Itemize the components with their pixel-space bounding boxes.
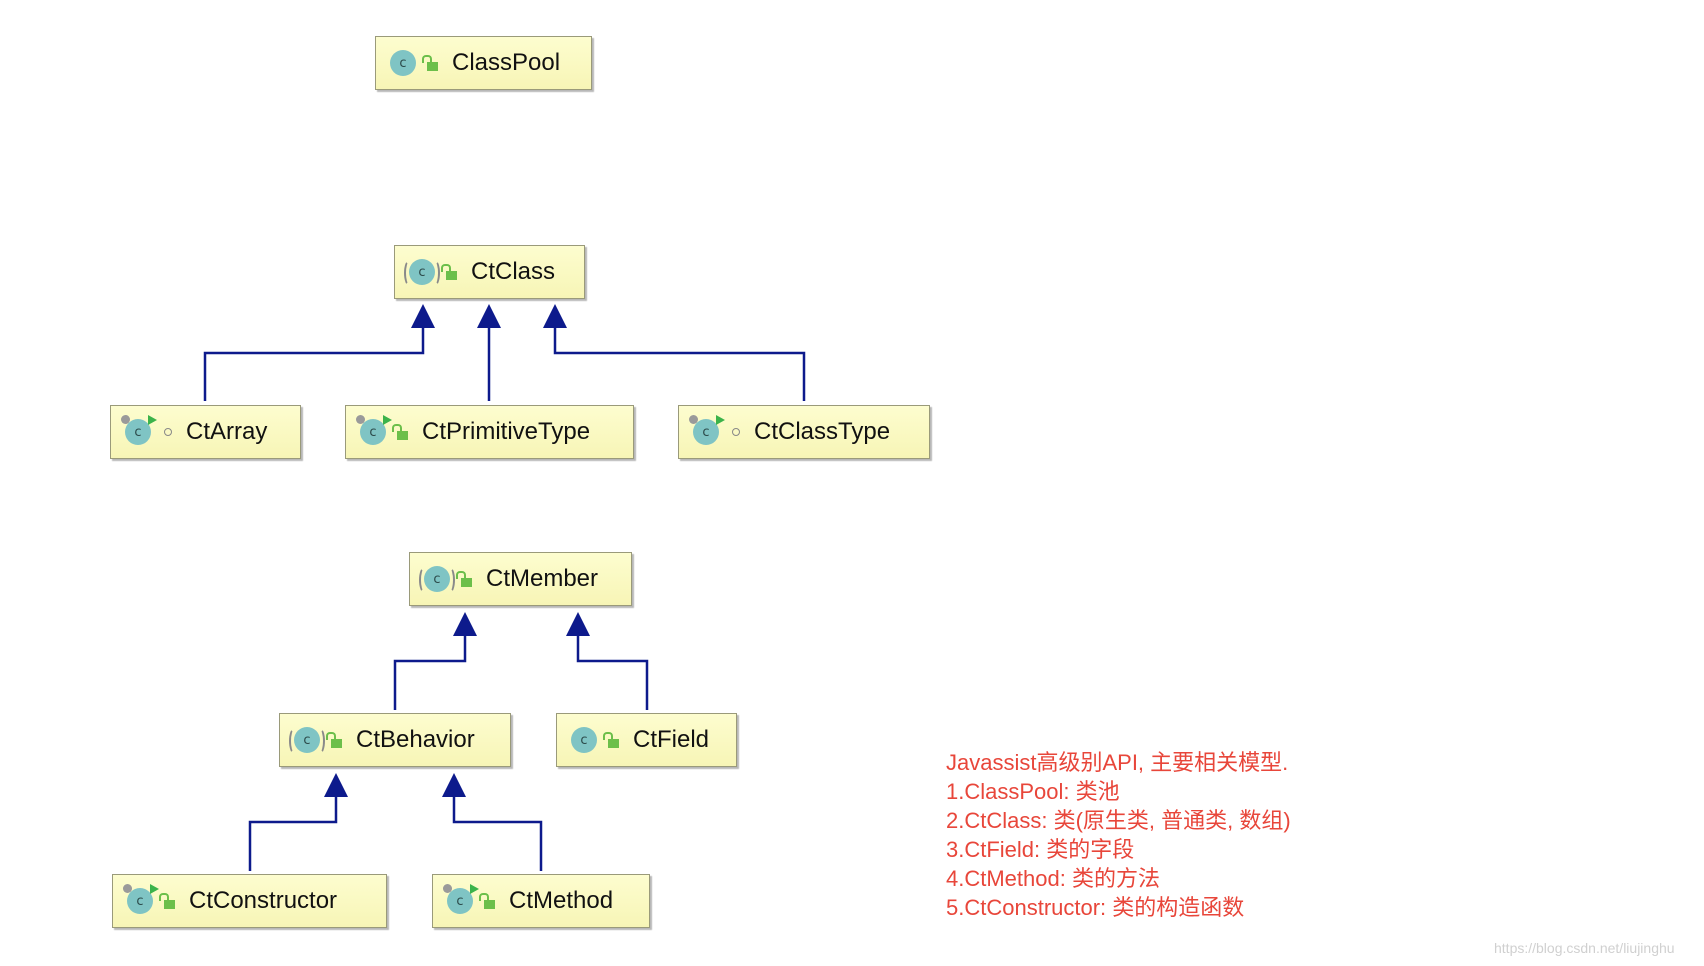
- arrowhead-ctprimitivetype: [477, 304, 501, 328]
- public-lock-icon: [392, 423, 408, 440]
- node-ctfield[interactable]: c CtField: [556, 713, 737, 767]
- public-lock-icon: [422, 54, 438, 71]
- note-line: 2.CtClass: 类(原生类, 普通类, 数组): [946, 808, 1291, 833]
- final-marker-icon: [356, 415, 365, 424]
- node-ctbehavior[interactable]: c CtBehavior: [279, 713, 511, 767]
- node-label: CtMethod: [509, 887, 614, 914]
- arrowhead-ctconstructor: [324, 773, 348, 797]
- final-marker-icon: [123, 884, 132, 893]
- node-classpool[interactable]: c ClassPool: [375, 36, 592, 90]
- package-private-icon: [164, 428, 172, 436]
- public-lock-icon: [159, 892, 175, 909]
- arrowhead-ctmethod: [442, 773, 466, 797]
- node-label: ClassPool: [452, 49, 561, 76]
- final-marker-icon: [689, 415, 698, 424]
- final-marker-icon: [443, 884, 452, 893]
- node-label: CtMember: [486, 565, 599, 592]
- arrowhead-ctclasstype: [543, 304, 567, 328]
- abstract-class-icon: c: [289, 727, 325, 754]
- node-label: CtField: [633, 726, 710, 753]
- note-line: Javassist高级别API, 主要相关模型.: [946, 750, 1289, 775]
- node-ctconstructor[interactable]: c CtConstructor: [112, 874, 387, 928]
- public-lock-icon: [441, 263, 457, 280]
- final-marker-icon: [121, 415, 130, 424]
- final-class-icon: c: [123, 884, 159, 914]
- abstract-class-icon: c: [419, 566, 455, 593]
- node-ctmember[interactable]: c CtMember: [409, 552, 632, 606]
- arrowhead-ctbehavior: [453, 612, 477, 636]
- run-marker-icon: [383, 415, 392, 425]
- edge-ctconstructor-ctbehavior: [248, 781, 338, 871]
- class-icon: c: [390, 50, 416, 76]
- final-class-icon: c: [121, 415, 157, 445]
- run-marker-icon: [470, 884, 479, 894]
- public-lock-icon: [326, 731, 342, 748]
- final-class-icon: c: [356, 415, 392, 445]
- node-label: CtClassType: [754, 418, 891, 445]
- edge-ctarray-ctclass: [203, 312, 425, 401]
- edge-ctmethod-ctbehavior: [452, 781, 543, 871]
- node-label: CtArray: [186, 418, 268, 445]
- node-label: CtBehavior: [356, 726, 475, 753]
- final-class-icon: c: [443, 884, 479, 914]
- package-private-icon: [732, 428, 740, 436]
- note-line: 5.CtConstructor: 类的构造函数: [946, 895, 1245, 920]
- edge-ctbehavior-ctmember: [393, 620, 467, 710]
- public-lock-icon: [456, 570, 472, 587]
- node-ctmethod[interactable]: c CtMethod: [432, 874, 650, 928]
- node-label: CtPrimitiveType: [422, 418, 591, 445]
- edge-ctclasstype-ctclass: [553, 312, 806, 401]
- node-ctclass[interactable]: c CtClass: [394, 245, 585, 299]
- node-ctprimitivetype[interactable]: c CtPrimitiveType: [345, 405, 634, 459]
- node-label: CtClass: [471, 258, 556, 285]
- arrowhead-ctarray: [411, 304, 435, 328]
- class-icon: c: [571, 727, 597, 753]
- note-line: 3.CtField: 类的字段: [946, 837, 1135, 862]
- note-line: 1.ClassPool: 类池: [946, 779, 1120, 804]
- run-marker-icon: [716, 415, 725, 425]
- watermark: https://blog.csdn.net/liujinghu: [1494, 940, 1675, 956]
- run-marker-icon: [148, 415, 157, 425]
- abstract-class-icon: c: [404, 259, 440, 286]
- final-class-icon: c: [689, 415, 725, 445]
- edge-ctfield-ctmember: [576, 620, 649, 710]
- run-marker-icon: [150, 884, 159, 894]
- node-ctarray[interactable]: c CtArray: [110, 405, 301, 459]
- note-line: 4.CtMethod: 类的方法: [946, 866, 1160, 891]
- node-ctclasstype[interactable]: c CtClassType: [678, 405, 930, 459]
- public-lock-icon: [479, 892, 495, 909]
- annotation-note: Javassist高级别API, 主要相关模型. 1.ClassPool: 类池…: [946, 748, 1291, 922]
- arrowhead-ctfield: [566, 612, 590, 636]
- public-lock-icon: [603, 731, 619, 748]
- node-label: CtConstructor: [189, 887, 338, 914]
